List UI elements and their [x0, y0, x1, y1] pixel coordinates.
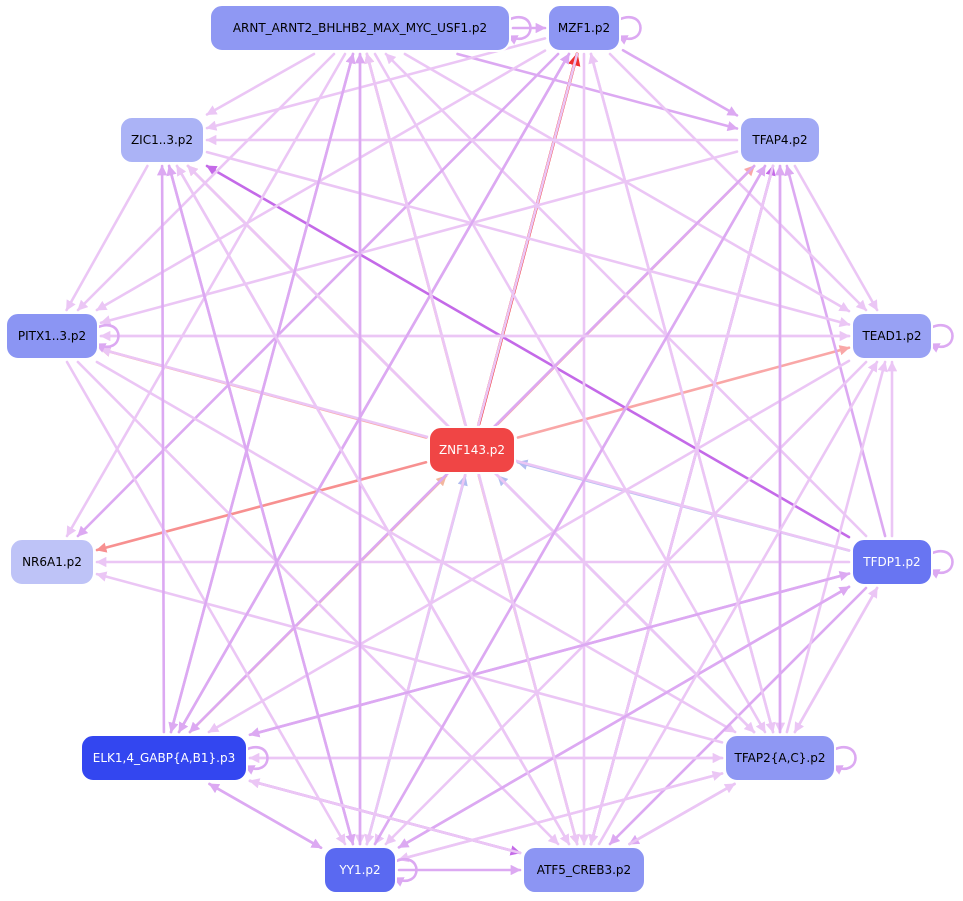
- edge-zic-to-pitx: [65, 164, 149, 312]
- node-label: ATF5_CREB3.p2: [537, 863, 631, 877]
- node-tfap2[interactable]: TFAP2{A,C}.p2: [724, 734, 836, 782]
- self-loop-tfdp1: [929, 550, 954, 579]
- node-yy1[interactable]: YY1.p2: [323, 846, 397, 894]
- edge-tfdp1-to-arnt: [384, 52, 868, 538]
- edge-arnt-to-tfap2: [373, 52, 767, 734]
- nodes-layer: ARNT_ARNT2_BHLHB2_MAX_MYC_USF1.p2 MZF1.p2…: [5, 4, 933, 894]
- edge-atf5-to-tfap2: [628, 782, 736, 846]
- edge-elk-to-arnt: [169, 52, 356, 734]
- node-label: ZNF143.p2: [439, 443, 505, 457]
- edge-tfdp1-to-zic: [205, 164, 851, 539]
- edge-mzf1-to-tfap4: [621, 48, 739, 117]
- edge-elk-to-zic: [156, 164, 168, 734]
- edge-tfap4-to-tead1: [793, 164, 879, 312]
- edge-arnt-to-pitx: [76, 52, 336, 312]
- edge-yy1-to-zic: [166, 164, 355, 846]
- node-label: NR6A1.p2: [22, 555, 82, 569]
- self-loop-pitx: [95, 324, 120, 353]
- node-elk[interactable]: ELK1,4_GABP{A,B1}.p3: [80, 734, 248, 782]
- edge-atf5-to-elk: [248, 778, 522, 855]
- node-label: TFAP2{A,C}.p2: [734, 751, 826, 765]
- node-label: TFDP1.p2: [862, 555, 920, 569]
- edge-tfap2-to-nr6a1: [95, 571, 724, 744]
- node-mzf1[interactable]: MZF1.p2: [547, 4, 621, 52]
- node-znf143[interactable]: ZNF143.p2: [428, 426, 516, 474]
- self-loop-arnt: [507, 16, 532, 45]
- node-box: [522, 846, 646, 894]
- edge-tfap4-to-pitx: [99, 150, 739, 326]
- edge-tfap2-to-tfdp1: [793, 586, 879, 734]
- self-loops-layer: [95, 16, 954, 887]
- edge-yy1-to-tfap4: [373, 164, 767, 846]
- edges-layer: [65, 22, 898, 876]
- edge-tfap2-to-mzf1: [588, 52, 775, 734]
- node-atf5[interactable]: ATF5_CREB3.p2: [522, 846, 646, 894]
- node-box: [739, 116, 821, 164]
- node-label: TFAP4.p2: [751, 133, 807, 147]
- node-label: PITX1..3.p2: [18, 329, 86, 343]
- node-label: ZIC1..3.p2: [131, 133, 193, 147]
- edge-arnt-to-zic: [205, 52, 316, 116]
- node-label: TEAD1.p2: [861, 329, 921, 343]
- edge-yy1-to-tfdp1: [397, 585, 851, 849]
- node-box: [428, 426, 516, 474]
- node-box: [547, 4, 621, 52]
- edge-pitx-to-tfap2: [95, 360, 737, 734]
- node-box: [323, 846, 397, 894]
- self-loop-mzf1: [617, 16, 642, 45]
- node-label: YY1.p2: [338, 863, 380, 877]
- node-zic[interactable]: ZIC1..3.p2: [119, 116, 205, 164]
- node-box: [5, 312, 99, 360]
- node-box: [209, 4, 511, 52]
- node-label: MZF1.p2: [558, 21, 610, 35]
- edge-pitx-to-atf5: [76, 360, 560, 846]
- node-pitx[interactable]: PITX1..3.p2: [5, 312, 99, 360]
- edge-znf143-to-tead1: [516, 345, 851, 439]
- edge-elk-to-mzf1: [177, 52, 571, 734]
- self-loop-elk: [244, 746, 269, 775]
- edge-tead1-to-elk: [207, 359, 851, 734]
- edge-arnt-to-tfap4: [456, 52, 739, 132]
- edge-yy1-to-elk: [208, 782, 323, 850]
- edge-yy1-to-tfap2: [397, 770, 724, 861]
- node-nr6a1[interactable]: NR6A1.p2: [9, 538, 95, 586]
- node-tead1[interactable]: TEAD1.p2: [851, 312, 933, 360]
- self-loop-tfap2: [832, 746, 857, 775]
- node-box: [9, 538, 95, 586]
- self-loop-tead1: [929, 324, 954, 353]
- node-tfdp1[interactable]: TFDP1.p2: [851, 538, 933, 586]
- edge-atf5-to-zic: [175, 164, 571, 846]
- node-box: [851, 538, 933, 586]
- edge-zic-to-tead1: [205, 150, 851, 328]
- edge-tfap2-to-tead1: [785, 360, 888, 734]
- edge-elk-to-tfdp1: [248, 571, 851, 737]
- node-box: [119, 116, 205, 164]
- self-loop-yy1: [393, 858, 418, 887]
- edge-atf5-to-tead1: [597, 360, 879, 846]
- node-box: [80, 734, 248, 782]
- node-box: [724, 734, 836, 782]
- edge-tfdp1-to-tfap4: [784, 164, 887, 538]
- node-label: ELK1,4_GABP{A,B1}.p3: [93, 751, 235, 765]
- node-label: ARNT_ARNT2_BHLHB2_MAX_MYC_USF1.p2: [233, 21, 487, 35]
- edge-mzf1-to-pitx: [95, 49, 547, 312]
- node-box: [851, 312, 933, 360]
- node-arnt[interactable]: ARNT_ARNT2_BHLHB2_MAX_MYC_USF1.p2: [209, 4, 511, 52]
- node-tfap4[interactable]: TFAP4.p2: [739, 116, 821, 164]
